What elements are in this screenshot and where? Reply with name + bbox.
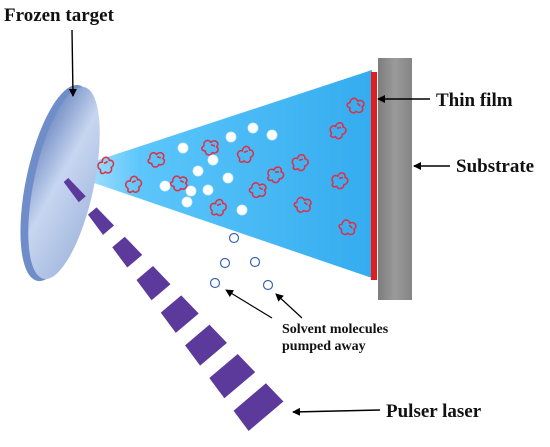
laser-pulse-segment — [63, 178, 86, 203]
laser-pulse-segment — [160, 295, 199, 333]
solvent-molecule-icon — [209, 277, 221, 289]
laser-pulse-segment — [233, 383, 284, 431]
solvent-molecule-icon — [236, 204, 248, 216]
solvent-molecule-icon — [219, 257, 231, 269]
laser-plume — [62, 70, 372, 278]
solvent-molecule-icon — [202, 184, 214, 196]
polymer-molecule-icon — [169, 175, 188, 192]
frozen-target-label: Frozen target — [4, 5, 115, 26]
polymer-molecule-icon — [248, 182, 267, 199]
polymer-molecule-icon — [209, 198, 228, 217]
thin-film-label: Thin film — [436, 90, 513, 111]
solvent-molecule-icon — [228, 232, 240, 244]
substrate-block — [378, 58, 412, 300]
solvent-molecule-icon — [262, 279, 274, 291]
solvent-label-line2: pumped away — [282, 339, 366, 354]
substrate-label: Substrate — [456, 156, 534, 177]
solvent-molecule-icon — [266, 129, 278, 141]
solvent-molecule-icon — [222, 172, 234, 184]
annotation-arrows — [68, 29, 450, 416]
polymer-molecule-icon — [346, 97, 365, 114]
polymer-molecules — [97, 97, 365, 236]
pulser-laser-label: Pulser laser — [386, 401, 482, 422]
solvent-molecule-icon — [159, 180, 171, 192]
solvent-molecule-icon — [207, 154, 219, 166]
frozen-target-disc — [20, 84, 100, 282]
polymer-molecule-icon — [329, 122, 347, 140]
solvent-molecule-icon — [225, 131, 237, 143]
solvent-molecule-icon — [247, 122, 259, 134]
solvent-molecule-icon — [185, 185, 197, 197]
solvent-label-line1: Solvent molecules — [282, 322, 389, 337]
polymer-molecule-icon — [267, 166, 285, 184]
thin-film-layer — [371, 72, 377, 280]
solvent-arrow-left — [225, 289, 273, 319]
polymer-molecule-icon — [236, 145, 255, 164]
solvent-molecule-icon — [181, 196, 193, 208]
laser-pulse-segment — [112, 236, 143, 268]
polymer-molecule-icon — [97, 156, 115, 175]
pulser-laser-arrow — [292, 407, 381, 416]
laser-pulse-segment — [209, 353, 256, 399]
polymer-molecule-icon — [338, 219, 357, 236]
laser-pulse-segment — [87, 207, 115, 235]
polymer-molecule-icon — [201, 139, 219, 156]
solvent-molecules — [159, 122, 278, 291]
pulsed-laser-beam — [63, 178, 284, 431]
solvent-molecule-icon — [177, 142, 189, 154]
polymer-molecule-icon — [331, 172, 349, 190]
solvent-molecule-icon — [249, 256, 261, 268]
polymer-molecule-icon — [291, 153, 309, 172]
polymer-molecule-icon — [147, 151, 166, 168]
solvent-arrow-right — [275, 293, 303, 319]
solvent-molecule-icon — [192, 165, 204, 177]
laser-pulse-segment — [136, 266, 171, 301]
polymer-molecule-icon — [293, 196, 312, 213]
laser-pulse-segment — [185, 324, 227, 366]
polymer-molecule-icon — [125, 175, 143, 194]
frozen-target-arrow — [68, 29, 77, 97]
